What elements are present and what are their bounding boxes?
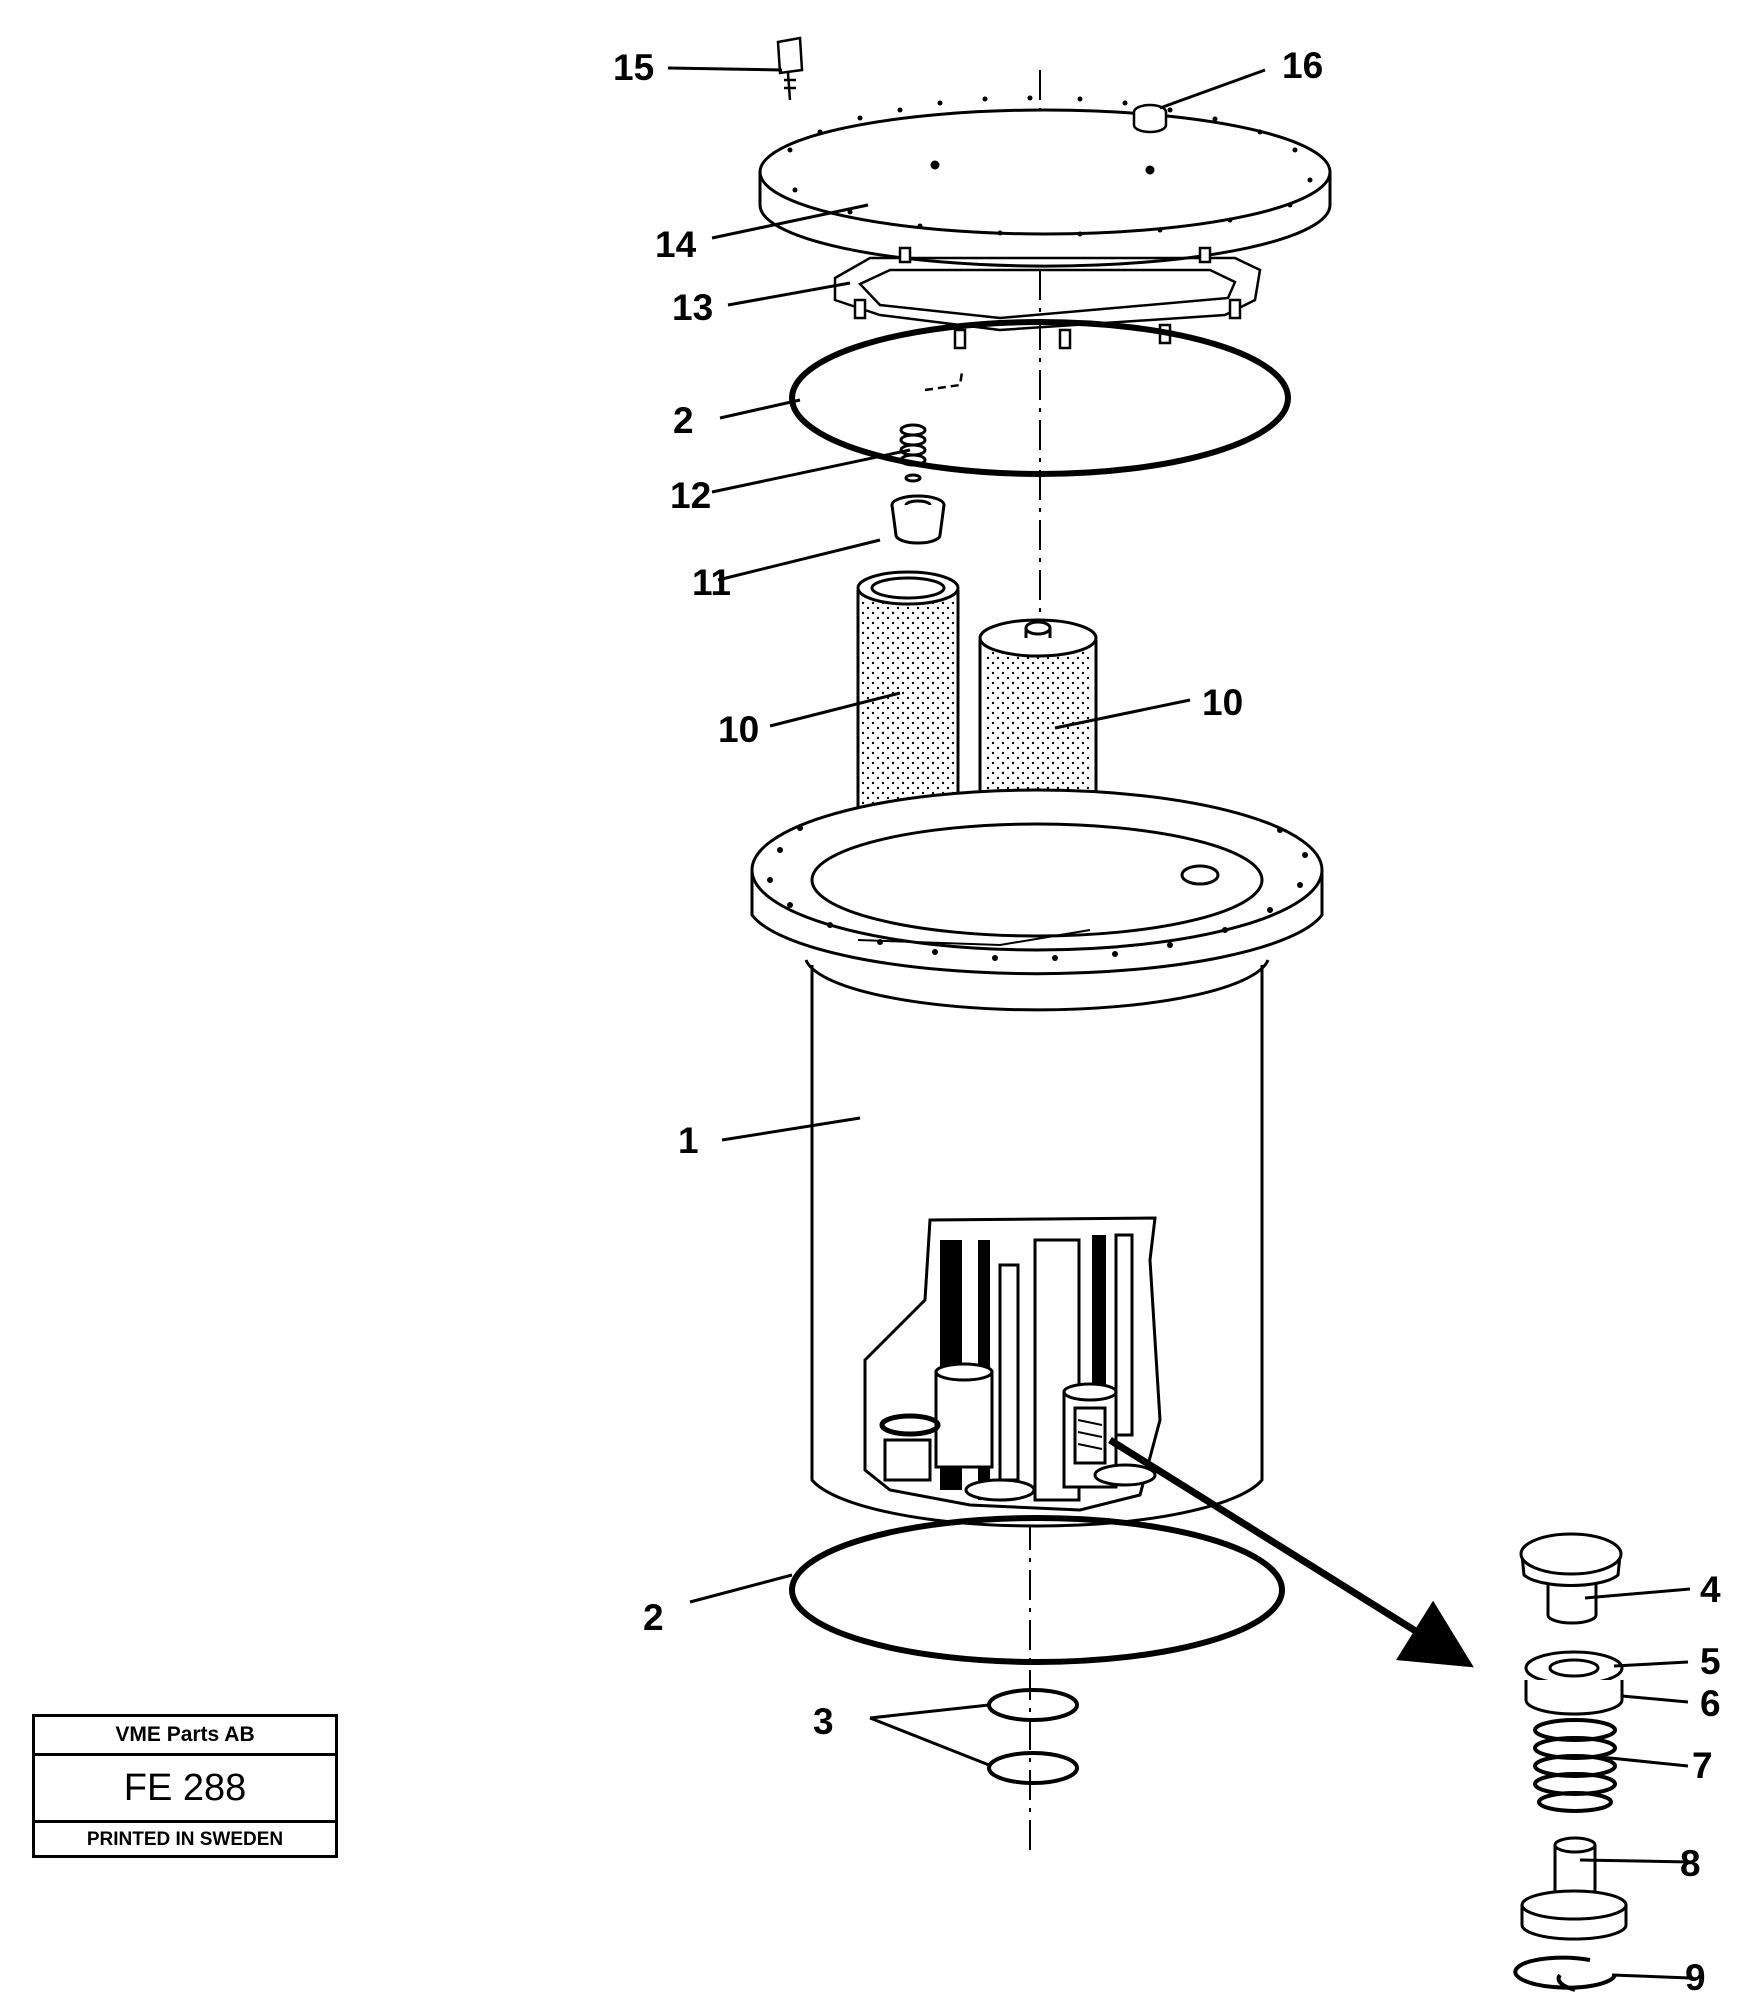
callout-15: 14 [655,224,697,265]
callout-11: 10 [718,709,759,750]
plug [1132,103,1168,134]
small-spring [899,423,927,483]
print-note: PRINTED IN SWEDEN [86,1829,284,1850]
small-rings [987,1688,1079,1785]
leader-lines [667,66,1691,1980]
cover-plate [758,95,1332,268]
callout-13: 12 [670,475,711,516]
callout-7: 7 [1692,1745,1713,1786]
bolt [776,36,804,101]
internal-valves [879,1233,1157,1502]
callout-16: 15 [613,47,654,88]
figure-code: FE 288 [35,1756,335,1823]
callout-5: 5 [1700,1641,1721,1682]
callout-10: 10 [1202,682,1243,723]
valve-detail [1513,1532,1628,1992]
detail-arrow [1108,1437,1474,1668]
callout-8: 8 [1680,1843,1701,1884]
lower-o-ring [789,1515,1285,1665]
callout-17: 16 [1282,45,1323,86]
callout-labels: 15 16 14 13 2 12 11 10 10 1 2 3 4 5 6 7 … [613,45,1721,1998]
title-block: VME Parts AB FE 288 PRINTED IN SWEDEN [32,1714,338,1858]
callout-14: 13 [672,287,713,328]
callout-2-upper: 2 [673,400,694,441]
callout-4: 4 [1700,1569,1721,1610]
valve-seat [890,494,946,545]
callout-2-lower: 2 [643,1597,664,1638]
housing [750,788,1324,1528]
callout-1: 1 [678,1120,699,1161]
callout-9: 9 [1685,1957,1706,1998]
callout-12: 11 [692,562,731,603]
callout-6: 6 [1700,1683,1721,1724]
company-name: VME Parts AB [35,1717,335,1756]
upper-o-ring [789,319,1291,477]
callout-3: 3 [813,1701,834,1742]
